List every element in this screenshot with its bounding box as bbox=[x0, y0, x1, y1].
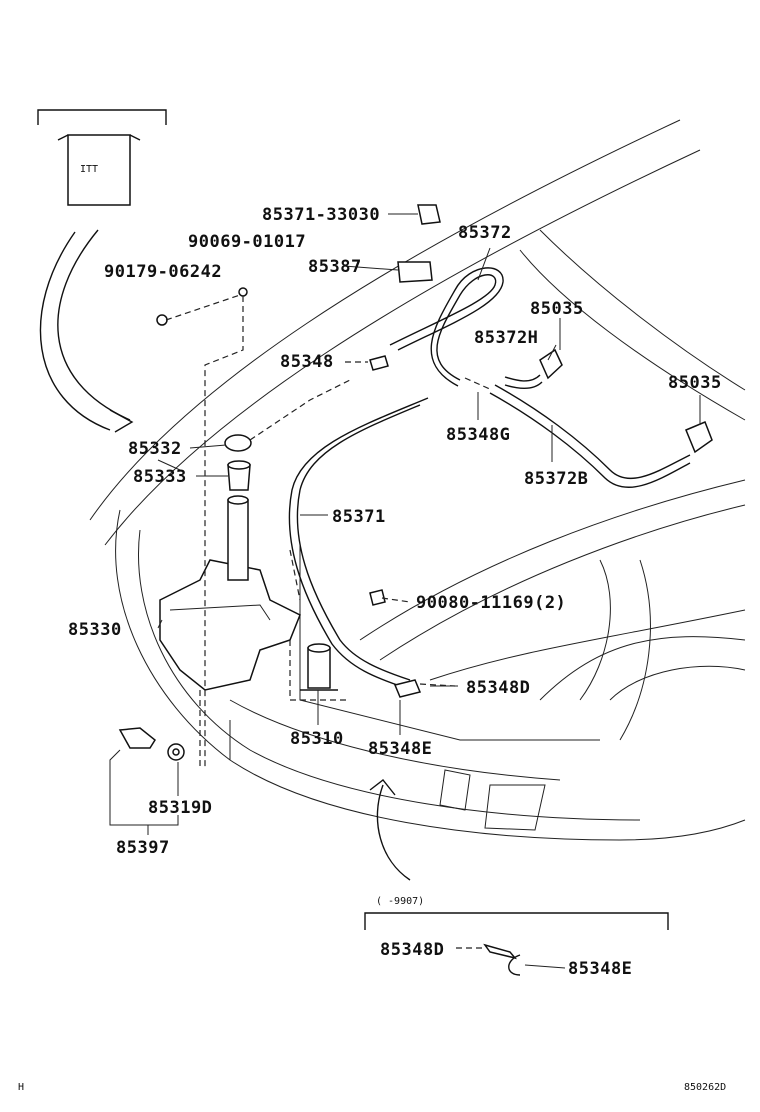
label-85348e: 85348E bbox=[368, 739, 432, 759]
dashed-leaders bbox=[165, 294, 493, 949]
label-85310: 85310 bbox=[290, 729, 344, 749]
label-85332: 85332 bbox=[128, 439, 182, 459]
hoses bbox=[288, 267, 691, 689]
label-85035-b: 85035 bbox=[668, 373, 722, 393]
label-90179-06242: 90179-06242 bbox=[104, 262, 222, 282]
label-85371-33030: 85371-33030 bbox=[262, 205, 380, 225]
labels: 85371-33030 90069-01017 90179-06242 8538… bbox=[18, 205, 726, 1093]
label-85371: 85371 bbox=[332, 507, 386, 527]
label-85397: 85397 bbox=[116, 838, 170, 858]
label-85330: 85330 bbox=[68, 620, 122, 640]
inset-bottom-range: ( -9907) bbox=[376, 896, 424, 907]
label-85372b: 85372B bbox=[524, 469, 588, 489]
label-85333: 85333 bbox=[133, 467, 187, 487]
inset-top-label: ITT bbox=[80, 164, 98, 175]
label-85348d: 85348D bbox=[466, 678, 530, 698]
label-90080-11169: 90080-11169(2) bbox=[416, 593, 566, 613]
inset-bottom bbox=[364, 779, 669, 930]
footer-right: 850262D bbox=[684, 1082, 726, 1093]
label-85372: 85372 bbox=[458, 223, 512, 243]
car-body-outline bbox=[89, 119, 746, 841]
washer-tank bbox=[159, 434, 301, 691]
label-85348g: 85348G bbox=[446, 425, 510, 445]
footer-left: H bbox=[18, 1082, 24, 1093]
label-85387: 85387 bbox=[308, 257, 362, 277]
label-85348: 85348 bbox=[280, 352, 334, 372]
label-85348d-inset: 85348D bbox=[380, 940, 444, 960]
label-85035-a: 85035 bbox=[530, 299, 584, 319]
label-90069-01017: 90069-01017 bbox=[188, 232, 306, 252]
label-85348e-inset: 85348E bbox=[568, 959, 632, 979]
leader-lines bbox=[109, 213, 701, 969]
nozzles-and-clips bbox=[118, 204, 713, 976]
label-85372h: 85372H bbox=[474, 328, 538, 348]
washer-pump bbox=[300, 643, 338, 691]
inset-top: ITT bbox=[37, 109, 167, 433]
label-85319d: 85319D bbox=[148, 798, 212, 818]
